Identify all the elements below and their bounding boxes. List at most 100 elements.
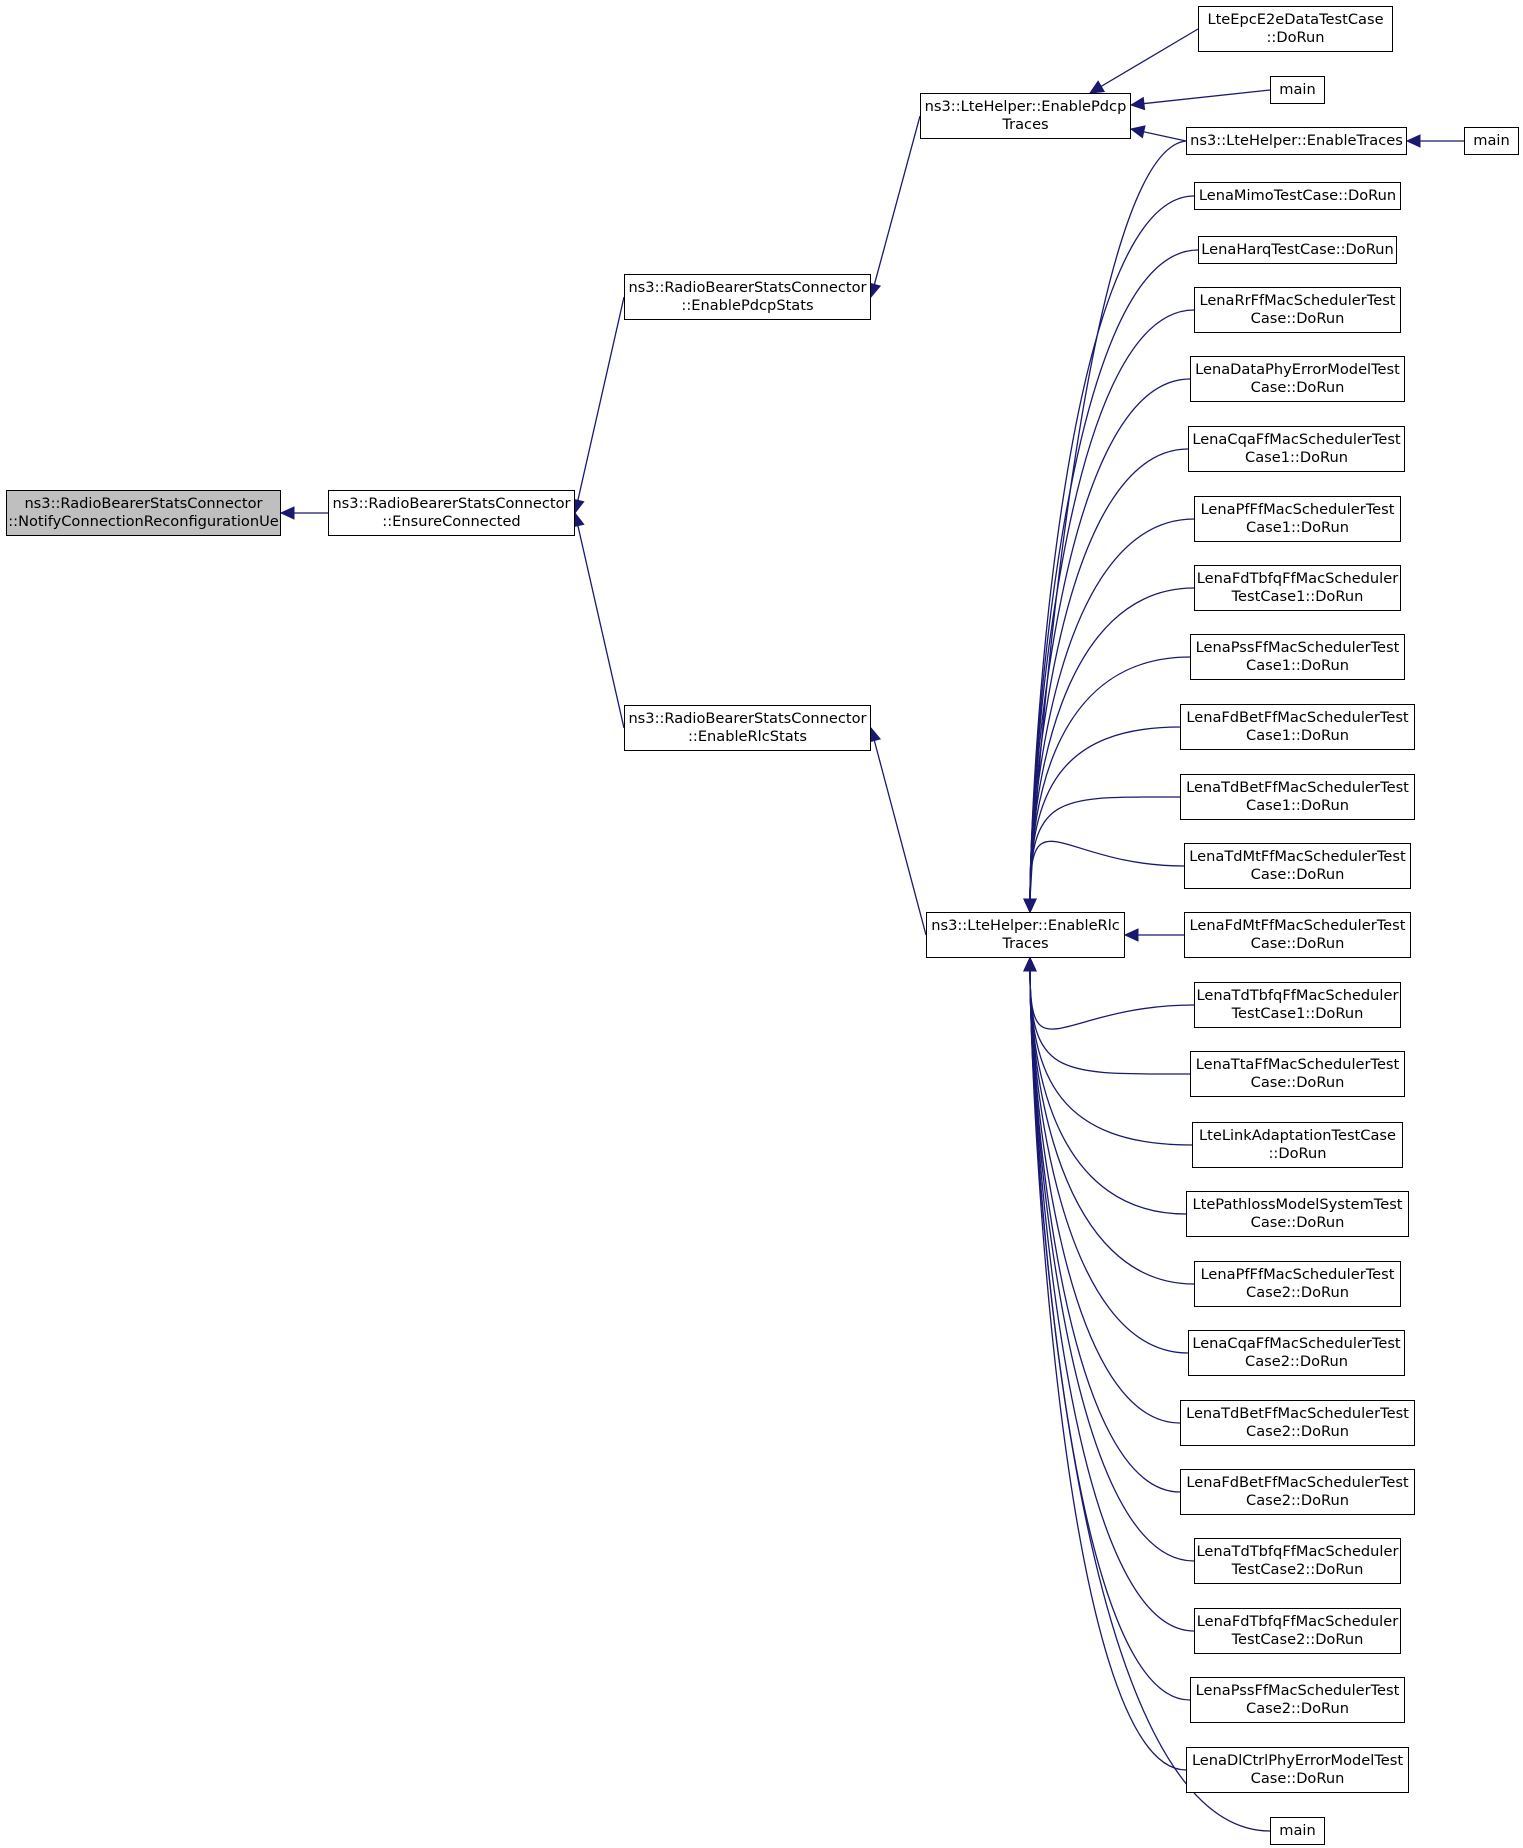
node-label-line: TestCase2::DoRun [1231,1561,1364,1578]
node-label-line: ::DoRun [1268,1145,1327,1162]
node-label-line: LteEpcE2eDataTestCase [1207,11,1384,28]
edge-pdcpstats-to-ensure [574,296,625,514]
node-label-line: Case1::DoRun [1245,449,1348,466]
edge-harq-to-rlctraces [1029,249,1199,901]
node-label-line: ::EnsureConnected [382,513,521,530]
node-label-line: Case::DoRun [1250,1214,1345,1231]
node-label-line: TestCase1::DoRun [1231,588,1364,605]
node-label-line: ::DoRun [1266,29,1325,46]
node-linkadapt[interactable]: LteLinkAdaptationTestCase::DoRun [1192,1122,1403,1168]
node-label-line: main [1473,132,1510,149]
edge-cqa2-to-rlctraces [1029,969,1189,1354]
node-label-line: LenaPfFfMacSchedulerTest [1200,501,1395,518]
node-label-line: Case2::DoRun [1246,1700,1349,1717]
node-label-line: ns3::RadioBearerStatsConnector [628,710,867,727]
node-label-line: LenaPfFfMacSchedulerTest [1200,1266,1395,1283]
node-label-line: Case::DoRun [1250,1770,1345,1787]
node-label-line: LenaCqaFfMacSchedulerTest [1192,431,1401,448]
edge-arrowhead [1123,928,1139,942]
node-label-line: Case1::DoRun [1246,727,1349,744]
node-label-line: LenaFdBetFfMacSchedulerTest [1186,709,1409,726]
edge-tdmt-to-rlctraces [1029,840,1185,901]
node-main2[interactable]: main [1464,127,1519,155]
node-label-line: ns3::LteHelper::EnablePdcp [924,98,1127,115]
node-traces[interactable]: ns3::LteHelper::EnableTraces [1186,127,1407,155]
edge-arrowhead [1023,956,1037,972]
node-label-line: LteLinkAdaptationTestCase [1199,1127,1396,1144]
edge-pss1-to-rlctraces [1029,656,1191,901]
node-main1[interactable]: main [1270,76,1325,104]
node-epc[interactable]: LteEpcE2eDataTestCase::DoRun [1198,6,1393,52]
node-label-line: main [1279,81,1316,98]
edge-tta-to-rlctraces [1029,969,1191,1075]
edge-arrowhead [1023,898,1037,914]
node-label-line: LenaFdBetFfMacSchedulerTest [1186,1474,1409,1491]
node-notify[interactable]: ns3::RadioBearerStatsConnector::NotifyCo… [6,490,281,536]
edge-tdbet1-to-rlctraces [1029,796,1181,901]
node-label-line: Traces [1002,116,1049,133]
node-label-line: LenaMimoTestCase::DoRun [1198,187,1397,204]
node-pdcpstats[interactable]: ns3::RadioBearerStatsConnector::EnablePd… [624,274,871,320]
node-label-line: LenaTdTbfqFfMacScheduler [1196,987,1399,1004]
node-label-line: Case1::DoRun [1246,797,1349,814]
node-label-line: LenaFdMtFfMacSchedulerTest [1189,917,1406,934]
edge-tdtbfq1-to-rlctraces [1029,969,1195,1030]
node-label-line: ns3::RadioBearerStatsConnector [628,279,867,296]
edge-pdcptraces-to-pdcpstats [870,115,921,298]
node-label-line: Case2::DoRun [1245,1353,1348,1370]
node-label-line: Case1::DoRun [1246,519,1349,536]
node-rlcstats[interactable]: ns3::RadioBearerStatsConnector::EnableRl… [624,705,871,751]
node-label-line: Case2::DoRun [1246,1284,1349,1301]
node-main3[interactable]: main [1270,1817,1325,1845]
edge-rlcstats-to-ensure [574,512,625,729]
node-label-line: Case::DoRun [1250,866,1345,883]
node-label-line: ::EnablePdcpStats [681,297,814,314]
node-label-line: LenaTdBetFfMacSchedulerTest [1186,1405,1409,1422]
edge-mimo-to-rlctraces [1029,195,1195,901]
node-label-line: LenaTdMtFfMacSchedulerTest [1189,848,1406,865]
node-label-line: LenaPssFfMacSchedulerTest [1195,1682,1400,1699]
node-label-line: LenaPssFfMacSchedulerTest [1195,639,1400,656]
node-label-line: LenaRrFfMacSchedulerTest [1199,292,1396,309]
node-label-line: TestCase1::DoRun [1231,1005,1364,1022]
node-label-line: LenaHarqTestCase::DoRun [1201,241,1394,258]
node-label-line: TestCase2::DoRun [1231,1631,1364,1648]
edge-dataphy-to-rlctraces [1029,378,1191,901]
node-label-line: ns3::LteHelper::EnableTraces [1190,132,1403,149]
node-label-line: ::EnableRlcStats [687,728,808,745]
node-label-line: Case2::DoRun [1246,1492,1349,1509]
node-label-line: LtePathlossModelSystemTest [1192,1196,1403,1213]
node-harq[interactable]: LenaHarqTestCase::DoRun [1198,236,1397,264]
node-mimo[interactable]: LenaMimoTestCase::DoRun [1194,182,1401,210]
node-label-line: LenaTtaFfMacSchedulerTest [1195,1056,1400,1073]
node-label-line: ::NotifyConnectionReconfigurationUe [8,513,279,530]
edge-arrowhead [1129,96,1146,111]
node-label-line: Case::DoRun [1250,310,1345,327]
node-ensure[interactable]: ns3::RadioBearerStatsConnector::EnsureCo… [328,490,575,536]
node-label-line: Case::DoRun [1250,935,1345,952]
